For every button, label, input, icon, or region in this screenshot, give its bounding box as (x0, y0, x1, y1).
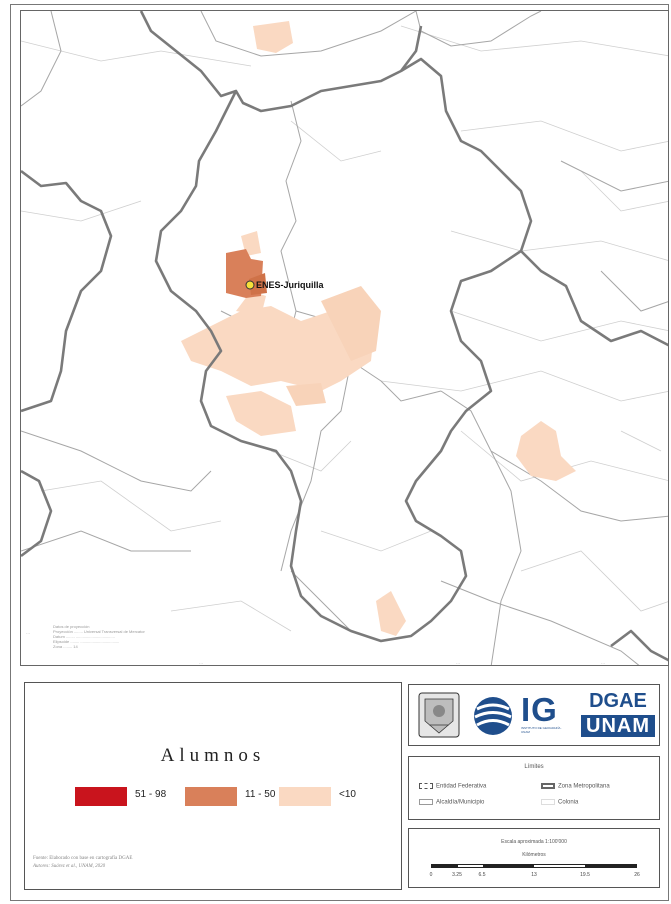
source-note: Fuente: Elaborado con base en cartografí… (33, 855, 132, 871)
source-line: Autores: Suárez et al., UNAM, 2020 (33, 864, 106, 869)
dashed-line-icon (419, 783, 433, 789)
scale-panel: Escala aproximada 1:100'000 Kilómetros 0… (408, 828, 660, 888)
logo-panel: IG INSTITUTO DE GEOGRAFÍA · UNAM DGAE UN… (408, 684, 660, 746)
polygon-low (321, 286, 381, 361)
scale-tick: 26 (634, 872, 640, 878)
polygon-low (236, 291, 266, 316)
projection-info-line: Datos de proyección (53, 624, 90, 629)
legend-label-mid: 11 - 50 (245, 789, 276, 800)
thick-line-icon (541, 783, 555, 789)
faint-line-icon (541, 799, 555, 805)
polygon-low (226, 391, 296, 436)
limit-item-entidad: Entidad Federativa (419, 783, 486, 790)
polygon-low (181, 291, 376, 391)
ig-logo-text: IG (521, 691, 558, 728)
projection-info-line: Zona ........ 14 (53, 644, 78, 649)
legend-title: Alumnos (160, 745, 266, 766)
coord-label: ··· (456, 661, 460, 666)
scale-tick: 6.5 (478, 872, 486, 878)
map-canvas (21, 11, 668, 665)
projection-info-line: Elipsoide ........ .....................… (53, 639, 120, 644)
limit-label: Zona Metropolitana (558, 783, 610, 790)
polygon-low (286, 383, 326, 406)
limits-legend-panel: Límites Entidad Federativa Zona Metropol… (408, 756, 660, 820)
scale-unit: Kilómetros (522, 852, 546, 858)
location-marker-icon[interactable] (245, 280, 255, 290)
ig-globe-icon (474, 697, 512, 735)
ig-logo-sub: INSTITUTO DE GEOGRAFÍA · UNAM (521, 726, 563, 734)
legend-label-low: <10 (339, 789, 356, 800)
limit-label: Colonia (558, 799, 579, 806)
thin-line-icon (419, 799, 433, 805)
dgae-logo-text: DGAE (589, 690, 647, 712)
enes-marker[interactable] (245, 280, 255, 290)
polygon-low (516, 421, 576, 481)
scale-tick: 19.5 (580, 872, 590, 878)
marker-label: ENES-Juriquilla (256, 280, 324, 290)
limit-item-alcaldia: Alcaldía/Municipio (419, 799, 484, 806)
limit-item-zona: Zona Metropolitana (541, 783, 610, 790)
legend-swatch-mid (185, 787, 237, 806)
limit-label: Entidad Federativa (436, 783, 487, 790)
coord-label: ··· (199, 661, 203, 666)
scale-tick: 3.25 (452, 872, 462, 878)
limits-title: Límites (524, 764, 544, 770)
polygon-mid (249, 273, 267, 295)
coord-label: ··· (601, 661, 605, 666)
legend-swatch-high (75, 787, 127, 806)
projection-info: Datos de proyección Proyección ........ … (53, 624, 223, 649)
limit-label: Alcaldía/Municipio (436, 799, 485, 806)
scale-tick: 13 (531, 872, 537, 878)
legend-label-high: 51 - 98 (135, 789, 167, 800)
projection-info-line: Datum ........ .........................… (53, 634, 115, 639)
projection-info-line: Proyección ........ Universal Transversa… (53, 629, 145, 634)
choropleth-polygons (181, 21, 576, 636)
legend-swatch-low (279, 787, 331, 806)
ig-logo: IG INSTITUTO DE GEOGRAFÍA · UNAM (471, 691, 571, 737)
scale-text: Escala aproximada 1:100'000 (501, 839, 567, 845)
coord-label: ··· (26, 631, 30, 636)
unam-shield-icon (418, 692, 460, 738)
map-panel: ENES-Juriquilla Datos de proyección Proy… (20, 10, 669, 666)
scale-bar (431, 864, 637, 868)
scale-tick: 0 (429, 872, 433, 878)
unam-logo-text: UNAM (581, 715, 655, 737)
entidad-boundaries (21, 11, 668, 662)
polygon-low (253, 21, 293, 53)
source-line: Fuente: Elaborado con base en cartografí… (33, 856, 133, 861)
polygon-low (376, 591, 406, 636)
limit-item-colonia: Colonia (541, 799, 578, 806)
legend-panel: Alumnos 51 - 98 11 - 50 <10 Fuente: Elab… (24, 682, 402, 890)
